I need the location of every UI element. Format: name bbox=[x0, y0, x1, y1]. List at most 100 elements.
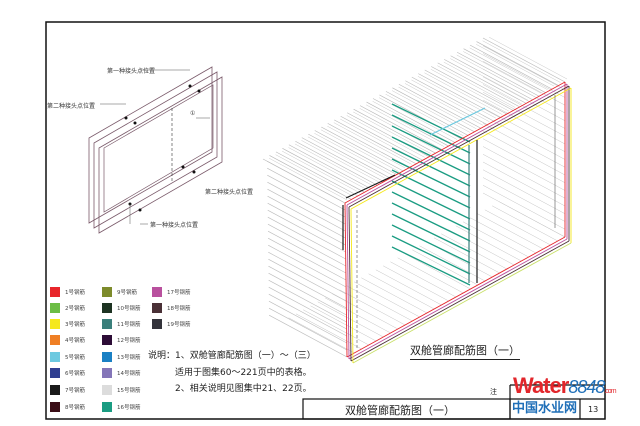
legend-label: 17号钢筋 bbox=[167, 290, 191, 296]
longitudinal-bar bbox=[398, 84, 482, 129]
frame-bar bbox=[348, 238, 568, 360]
watermark-brand: Water bbox=[513, 373, 569, 398]
joint-position-diagram bbox=[88, 66, 223, 234]
legend-swatch bbox=[102, 368, 112, 378]
longitudinal-bar bbox=[385, 93, 464, 137]
distribution-bar bbox=[391, 180, 471, 220]
longitudinal-bar bbox=[308, 133, 391, 179]
longitudinal-bar bbox=[282, 148, 365, 193]
note-line-2: 适用于图集60～221页中的表格。 bbox=[175, 368, 312, 378]
longitudinal-bar bbox=[476, 41, 559, 86]
longitudinal-bar bbox=[288, 317, 355, 354]
longitudinal-bar bbox=[268, 251, 347, 295]
longitudinal-bar bbox=[340, 116, 423, 161]
longitudinal-bar bbox=[411, 79, 490, 122]
longitudinal-bar bbox=[353, 108, 436, 154]
longitudinal-bar bbox=[482, 130, 566, 176]
legend-label: 13号钢筋 bbox=[117, 355, 141, 361]
longitudinal-bar bbox=[463, 48, 546, 93]
longitudinal-bar bbox=[412, 249, 478, 286]
longitudinal-bar bbox=[385, 91, 469, 136]
longitudinal-bar bbox=[301, 137, 384, 182]
longitudinal-bar bbox=[383, 265, 449, 302]
distribution-bar bbox=[391, 191, 471, 231]
longitudinal-bar bbox=[477, 213, 544, 250]
distribution-bar bbox=[391, 147, 471, 187]
longitudinal-bar bbox=[455, 225, 522, 262]
longitudinal-bar bbox=[366, 104, 445, 147]
distribution-bar bbox=[391, 169, 471, 209]
longitudinal-bar bbox=[321, 126, 404, 172]
longitudinal-bar bbox=[303, 309, 369, 346]
longitudinal-bar bbox=[469, 44, 553, 90]
note-line-3: 2、相关说明见图集中21、22页。 bbox=[175, 384, 312, 394]
longitudinal-bar bbox=[398, 86, 477, 130]
longitudinal-bar bbox=[482, 154, 566, 199]
note-line-1: 说明：1、双舱管廊配筋图（一）～（三） bbox=[148, 351, 316, 361]
stirrup-frame bbox=[88, 66, 213, 224]
distribution-bar bbox=[391, 158, 471, 198]
longitudinal-bar bbox=[484, 209, 551, 246]
longitudinal-bar bbox=[450, 55, 533, 101]
longitudinal-bar bbox=[267, 237, 347, 281]
legend-swatch bbox=[50, 352, 60, 362]
longitudinal-bars bbox=[262, 36, 568, 358]
drawing-title: 双舱管廊配筋图（一） bbox=[410, 342, 520, 360]
longitudinal-bar bbox=[417, 76, 496, 119]
longitudinal-bar bbox=[267, 216, 346, 260]
longitudinal-bar bbox=[295, 140, 378, 186]
bar-marker: ① bbox=[190, 110, 196, 117]
frame-bar bbox=[346, 204, 350, 360]
longitudinal-bar bbox=[275, 151, 359, 197]
longitudinal-bar bbox=[268, 307, 348, 351]
longitudinal-bar bbox=[482, 161, 566, 207]
longitudinal-bar bbox=[433, 237, 500, 274]
title-block-title: 双舱管廊配筋图（一） bbox=[345, 404, 455, 417]
longitudinal-bar bbox=[268, 272, 347, 316]
longitudinal-bar bbox=[267, 188, 346, 232]
frame-bar bbox=[346, 236, 566, 358]
longitudinal-bar bbox=[346, 285, 413, 322]
longitudinal-bar bbox=[268, 286, 347, 330]
joint-label-1: 第一种接头点位置 bbox=[107, 68, 156, 75]
longitudinal-bar bbox=[492, 205, 558, 242]
longitudinal-bar bbox=[482, 123, 566, 168]
longitudinal-bar bbox=[482, 177, 566, 222]
longitudinal-bar bbox=[339, 289, 406, 326]
legend-label: 5号钢筋 bbox=[65, 355, 85, 361]
page-number: 13 bbox=[588, 405, 599, 414]
legend-swatch bbox=[50, 287, 60, 297]
longitudinal-bar bbox=[482, 53, 566, 98]
frame-bar bbox=[429, 107, 486, 136]
longitudinal-bar bbox=[267, 230, 347, 274]
longitudinal-bar bbox=[372, 101, 451, 144]
joint-point bbox=[188, 84, 192, 88]
longitudinal-bar bbox=[419, 245, 486, 282]
legend-label: 10号钢筋 bbox=[117, 306, 141, 312]
longitudinal-bar bbox=[307, 136, 386, 179]
joint-label-3: 第二种接头点位置 bbox=[205, 189, 254, 196]
longitudinal-bar bbox=[267, 181, 346, 225]
longitudinal-bar bbox=[424, 69, 507, 115]
longitudinal-bar bbox=[405, 80, 488, 125]
watermark-domain: .com bbox=[604, 388, 616, 395]
watermark-logo: Water8848.com bbox=[513, 373, 617, 403]
longitudinal-bar bbox=[404, 83, 484, 126]
legend-label: 12号钢筋 bbox=[117, 338, 141, 344]
legend-label: 3号钢筋 bbox=[65, 322, 85, 328]
cross-section-frame bbox=[342, 81, 572, 364]
legend-label: 15号钢筋 bbox=[117, 388, 141, 394]
longitudinal-bar bbox=[368, 273, 435, 310]
longitudinal-bar bbox=[463, 51, 542, 94]
frame-bar bbox=[345, 174, 396, 199]
longitudinal-bar bbox=[275, 154, 354, 197]
legend-swatch bbox=[102, 287, 112, 297]
longitudinal-bar bbox=[267, 167, 346, 211]
legend-label: 7号钢筋 bbox=[65, 388, 85, 394]
longitudinal-bar bbox=[375, 269, 442, 306]
longitudinal-bar bbox=[268, 157, 348, 201]
longitudinal-bar bbox=[482, 146, 566, 191]
longitudinal-bar bbox=[469, 47, 548, 90]
stirrup-frame bbox=[93, 71, 218, 229]
frame-bar bbox=[346, 83, 568, 206]
